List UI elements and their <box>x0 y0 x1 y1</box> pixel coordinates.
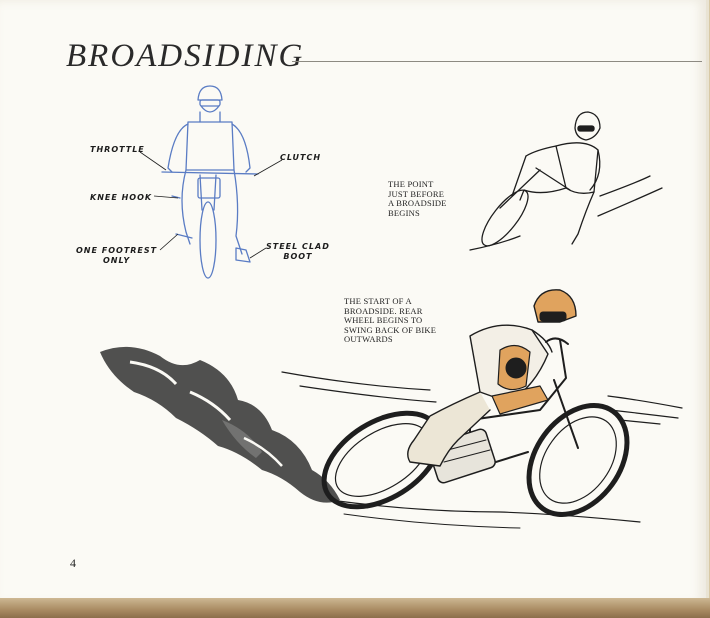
label-steel-clad-line2: BOOT <box>283 252 313 261</box>
caption-point-before: THE POINT JUST BEFORE A BROADSIDE BEGINS <box>388 179 447 218</box>
caption-point-line4: BEGINS <box>388 207 420 218</box>
caption-start-line1: THE START OF A <box>344 296 412 306</box>
page-title: BROADSIDING <box>66 38 305 74</box>
book-edge <box>0 598 710 618</box>
caption-start-line2: BROADSIDE. REAR <box>344 305 423 316</box>
label-knee-hook: KNEE HOOK <box>90 193 153 202</box>
page-number: 4 <box>70 556 76 570</box>
dust-cloud <box>100 346 340 503</box>
caption-point-line2: JUST BEFORE <box>388 188 445 199</box>
title-rule <box>292 61 702 62</box>
caption-point-line3: A BROADSIDE <box>388 198 447 208</box>
caption-start-of-broadside: THE START OF A BROADSIDE. REAR WHEEL BEG… <box>344 296 437 345</box>
label-one-footrest-line2: ONLY <box>102 256 131 265</box>
caption-start-line5: OUTWARDS <box>344 334 393 344</box>
caption-point-line1: THE POINT <box>388 179 434 189</box>
label-clutch: CLUTCH <box>280 153 322 162</box>
label-steel-clad-line1: STEEL CLAD <box>266 242 330 251</box>
caption-start-line4: SWING BACK OF BIKE <box>344 324 437 335</box>
label-throttle: THROTTLE <box>90 145 145 154</box>
caption-start-line3: WHEEL BEGINS TO <box>344 315 423 325</box>
label-steel-clad-boot: STEEL CLAD BOOT <box>266 242 330 262</box>
label-one-footrest-line1: ONE FOOTREST <box>76 246 158 255</box>
label-one-footrest: ONE FOOTREST ONLY <box>76 246 157 266</box>
